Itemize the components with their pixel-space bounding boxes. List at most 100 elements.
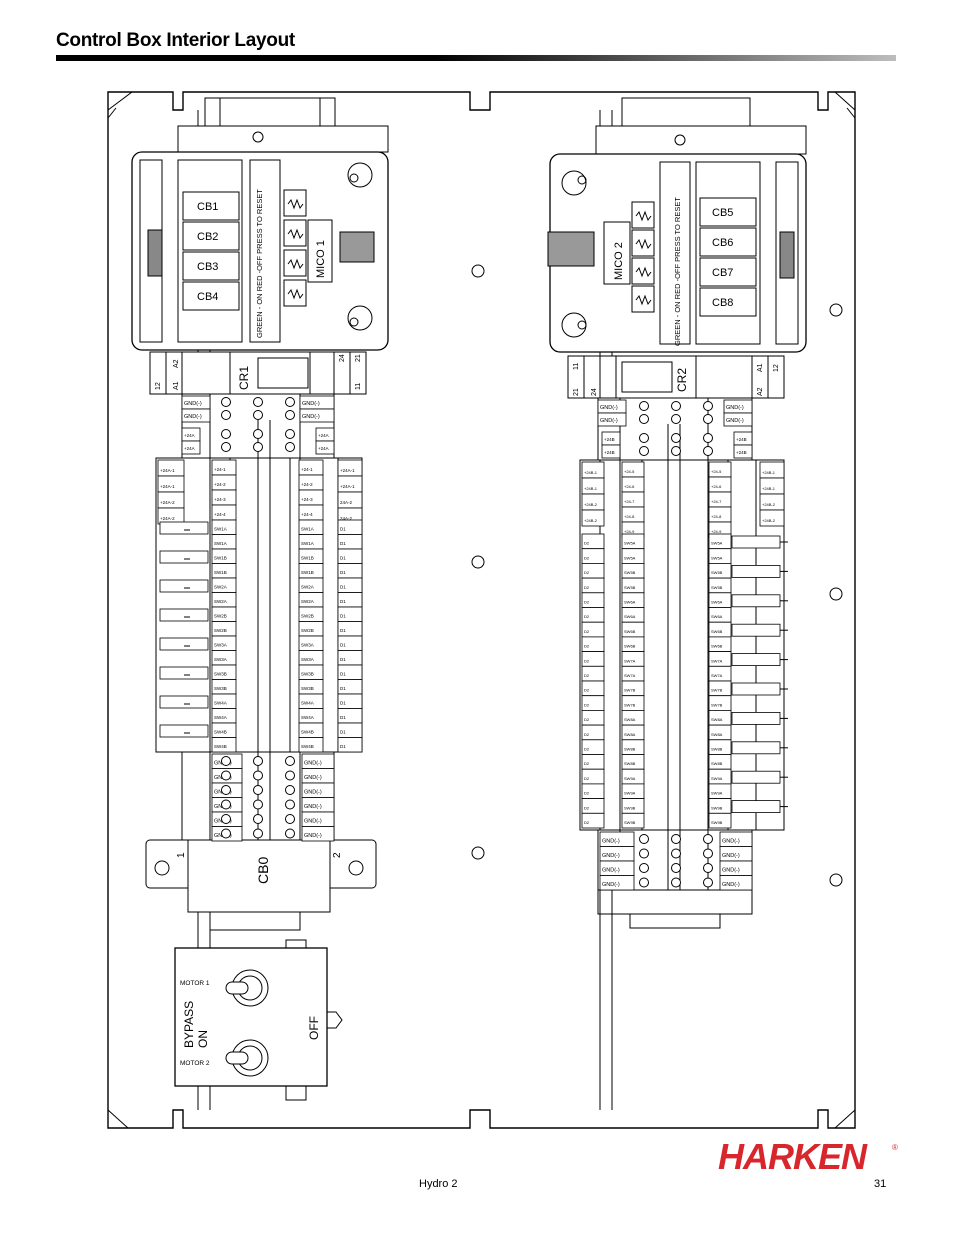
breaker-label-cb2: CB2	[197, 231, 218, 243]
plus24-small-left: +24A	[184, 446, 195, 451]
gnd-bottom-left-right-cell	[599, 875, 635, 891]
inner-left-sw-b: SW6A	[624, 600, 636, 605]
diagram-linework	[107, 91, 856, 1129]
inner-right-sw: SW1A	[301, 527, 314, 532]
cb0-pin2: 2	[332, 852, 343, 858]
inner-left-sw-b: SW8B	[624, 761, 636, 766]
jumper-bar	[159, 550, 209, 564]
relay-pin-24: 24	[591, 388, 598, 396]
outer-right-24b: +24B-1	[762, 486, 776, 491]
inner-left-sw: SW2B	[214, 628, 227, 633]
outer-right-24: 24A-2	[340, 516, 353, 521]
terminal-screw	[639, 446, 649, 456]
terminal-screw	[253, 799, 263, 810]
terminal-screw	[285, 410, 295, 420]
inner-left-sw: SW2A	[214, 585, 227, 590]
fuse-symbol	[287, 198, 304, 210]
outer-right-24b: +24B-2	[762, 502, 776, 507]
inner-right-sw: SW1A	[301, 541, 314, 546]
terminal-screw	[221, 799, 231, 810]
terminal-screw	[285, 429, 295, 439]
jumper-bar	[731, 653, 781, 666]
gnd-bottom-right-cell	[301, 826, 335, 842]
inner-left-24b: +24-8	[624, 514, 635, 519]
terminal-screw	[253, 756, 263, 766]
terminal-screw	[703, 446, 713, 456]
gnd-bottom-right-right-cell	[719, 875, 753, 891]
plus24b-small-right: +24B	[736, 437, 747, 442]
inner-left-sw-b: SW8A	[624, 717, 636, 722]
outer-right-d: D1	[340, 585, 346, 590]
inner-right-sw: SW1B	[301, 570, 314, 575]
cr1-label: CR1	[237, 366, 251, 390]
inner-right-sw-b: SW5A	[711, 555, 723, 560]
plus24-small-right: +24A	[318, 433, 329, 438]
terminal-screw	[671, 877, 681, 888]
terminal-screw	[285, 397, 295, 407]
terminal-screw	[221, 828, 231, 839]
inner-left-sw: SW3A	[214, 643, 227, 648]
terminal-screw	[639, 401, 649, 411]
inner-left-sw-b: SW5A	[624, 555, 636, 560]
outer-right-d: D1	[340, 715, 346, 720]
inner-right-24b: +24-6	[711, 484, 722, 489]
inner-right-sw: SW3B	[301, 686, 314, 691]
outer-right-d-cell	[337, 737, 363, 753]
outer-left-24b: +24B-2	[584, 518, 598, 523]
outer-left-d2: D2	[584, 776, 590, 781]
inner-left-24b: +24-7	[624, 499, 635, 504]
relay-pin-24: 24	[339, 354, 346, 362]
relay-pin-21: 21	[573, 388, 580, 396]
inner-left-sw-b-cell	[621, 812, 645, 829]
inner-left-sw: SW4A	[214, 701, 227, 706]
fuse-symbol	[635, 266, 652, 278]
gnd-top-left-cell	[181, 408, 211, 423]
inner-right-sw-b: SW8A	[711, 717, 723, 722]
plus24b-small-left: +24B	[604, 450, 615, 455]
jumper-bar	[731, 535, 781, 549]
jumper-bar	[731, 770, 781, 784]
gnd-top-left: GND(-)	[184, 401, 202, 407]
gnd-top-right-right: GND(-)	[726, 405, 744, 411]
gnd-bottom-right: GND(-)	[304, 775, 322, 781]
terminal-screw	[253, 410, 263, 420]
inner-left-sw: SW1B	[214, 556, 227, 561]
inner-left-sw-b: SW5B	[624, 570, 636, 575]
outer-left-24b-cell	[581, 509, 605, 527]
inner-right-sw-b: SW6A	[711, 614, 723, 619]
terminal-screw	[221, 397, 231, 407]
outer-left-d2: D2	[584, 717, 590, 722]
inner-right-sw: SW2B	[301, 628, 314, 633]
inner-left-sw: SW3A	[214, 657, 227, 662]
breaker-label-cb3: CB3	[197, 261, 218, 273]
terminal-screw	[703, 834, 713, 844]
title-rule	[56, 55, 896, 61]
inner-right-sw-b: SW7A	[711, 658, 723, 663]
inner-right-sw-b: SW6B	[711, 644, 723, 649]
terminal-screw	[221, 756, 231, 766]
inner-right-24b: +24-5	[711, 469, 722, 474]
inner-right-sw-b: SW5B	[711, 585, 723, 590]
relay-pin-a1: A1	[757, 363, 764, 372]
inner-left-sw-b: SW9A	[624, 776, 636, 781]
harken-logo-wordmark: HARKEN	[718, 1138, 868, 1174]
outer-left-24: +24A-1	[160, 468, 175, 473]
outer-right-24b: +24B-1	[762, 470, 776, 475]
gnd-bottom-left-right: GND(-)	[602, 839, 620, 845]
relay-pin-a1: A1	[173, 381, 180, 390]
inner-right-sw-cell	[298, 737, 324, 753]
terminal-screw	[221, 785, 231, 795]
inner-left-sw: SW4B	[214, 730, 227, 735]
terminal-screw	[285, 756, 295, 766]
terminal-screw	[285, 828, 295, 839]
gnd-top-left: GND(-)	[184, 414, 202, 420]
outer-right-d: D1	[340, 657, 346, 662]
terminal-screw	[703, 414, 713, 424]
fuse-symbol	[287, 258, 304, 270]
terminal-screw	[253, 442, 263, 452]
outer-right-d: D1	[340, 686, 346, 691]
inner-right-sw: SW3A	[301, 657, 314, 662]
outer-right-d: D1	[340, 643, 346, 648]
jumper-bar	[731, 594, 781, 608]
